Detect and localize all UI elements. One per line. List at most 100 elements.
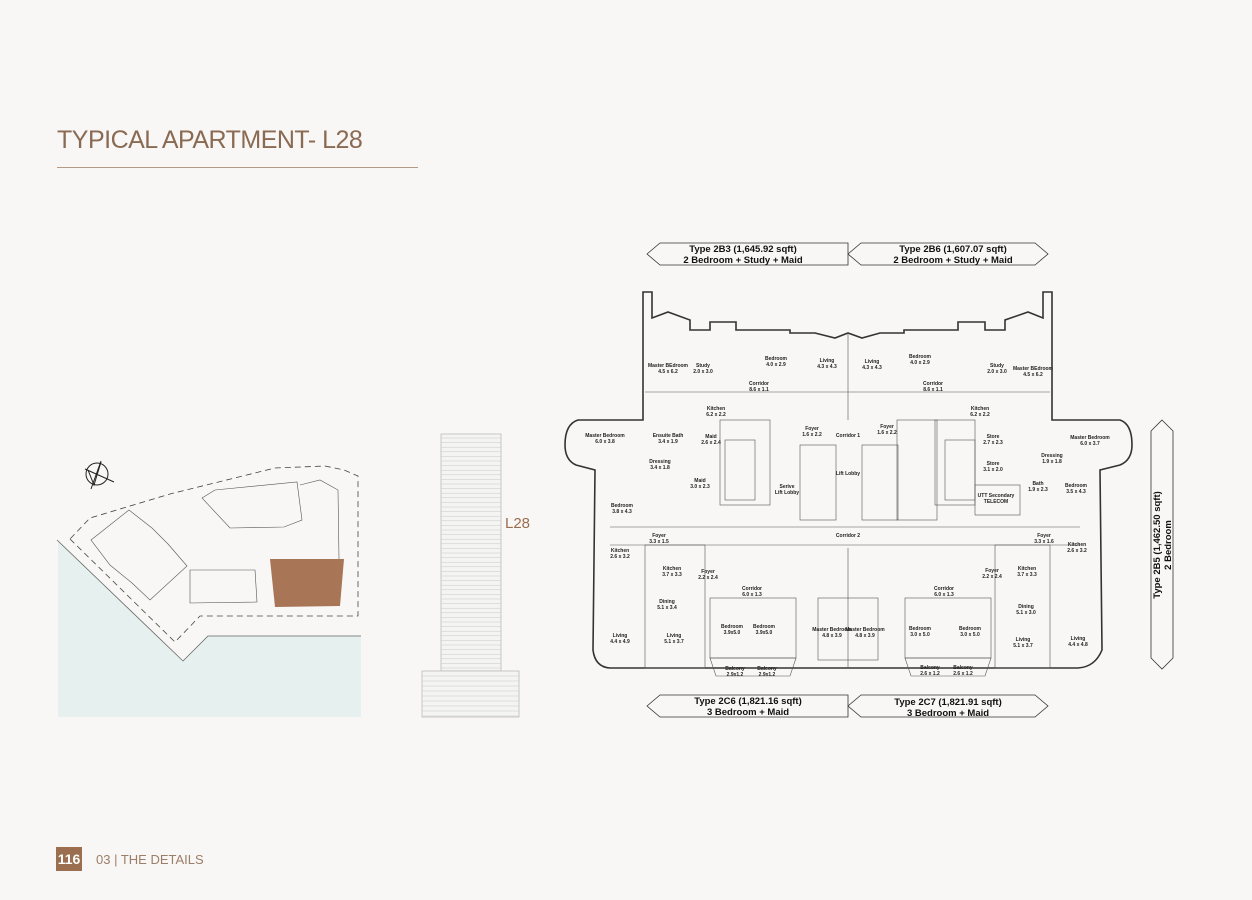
building-outline bbox=[90, 509, 188, 601]
building-outline bbox=[299, 479, 340, 560]
room-name: Dressing bbox=[1041, 453, 1062, 459]
room-name: Balcony bbox=[725, 666, 745, 672]
room-name: Living bbox=[1016, 637, 1031, 643]
page-title: TYPICAL APARTMENT- L28 bbox=[57, 126, 363, 154]
room-size: 4.3 x 4.3 bbox=[817, 364, 837, 370]
room-size: 2.0 x 3.0 bbox=[987, 369, 1007, 375]
room-size: 2.6 x 2.4 bbox=[701, 440, 721, 446]
room-name: Corridor bbox=[749, 381, 769, 387]
room-size: 5.1 x 3.7 bbox=[1013, 643, 1033, 649]
section-label: 03 | THE DETAILS bbox=[96, 852, 204, 867]
room-size: 3.7 x 3.3 bbox=[1017, 572, 1037, 578]
room-size: 2.6 x 1.2 bbox=[920, 671, 940, 677]
room-name: Bedroom bbox=[721, 624, 744, 630]
room-size: 5.1 x 3.4 bbox=[657, 605, 677, 611]
room-name: Corridor bbox=[934, 586, 954, 592]
room-size: 2.2 x 2.4 bbox=[698, 575, 718, 581]
room-name: Bedroom bbox=[909, 354, 932, 360]
room-size: 3.1 x 2.0 bbox=[983, 467, 1003, 473]
room-size: 3.4 x 1.9 bbox=[658, 439, 678, 445]
room-size: 3.0 x 5.0 bbox=[910, 632, 930, 638]
room-name: Bedroom bbox=[1065, 483, 1088, 489]
unit-tag-2c6: Type 2C6 (1,821.16 sqft) 3 Bedroom + Mai… bbox=[646, 694, 849, 718]
room-name: Balcony bbox=[920, 665, 940, 671]
title-divider bbox=[57, 167, 418, 168]
room-size: 1.9 x 2.3 bbox=[1028, 487, 1048, 493]
water-area bbox=[58, 540, 361, 717]
room-name: Dining bbox=[659, 599, 675, 605]
room-name: Foyer bbox=[805, 426, 819, 432]
room-name: Master BEdroom bbox=[1013, 366, 1054, 372]
room-name: Kitchen bbox=[611, 548, 629, 554]
unit-tag-2c7: Type 2C7 (1,821.91 sqft) 3 Bedroom + Mai… bbox=[847, 694, 1049, 719]
unit-description: 2 Bedroom bbox=[1163, 520, 1174, 570]
room-size: 3.4 x 1.8 bbox=[650, 465, 670, 471]
room-size: Lift Lobby bbox=[775, 490, 799, 496]
room-name: Bedroom bbox=[611, 503, 634, 509]
room-name: Lift Lobby bbox=[836, 471, 860, 477]
room-name: Maid bbox=[705, 434, 716, 440]
room-name: Kitchen bbox=[971, 406, 989, 412]
room-name: Kitchen bbox=[663, 566, 681, 572]
room-size: 3.7 x 3.3 bbox=[662, 572, 682, 578]
room-name: Serive bbox=[779, 484, 794, 490]
room-name: Maid bbox=[694, 478, 705, 484]
dashed-boundary bbox=[69, 465, 359, 643]
room-size: 2.6 x 3.2 bbox=[1067, 548, 1087, 554]
room-name: Corridor bbox=[923, 381, 943, 387]
room-size: 8.6 x 1.1 bbox=[749, 387, 769, 393]
page-number: 116 bbox=[56, 847, 82, 871]
room-name: Dressing bbox=[649, 459, 670, 465]
room-size: 3.3 x 1.6 bbox=[1034, 539, 1054, 545]
room-size: 3.8 x 4.3 bbox=[612, 509, 632, 515]
room-size: 2.9x1.2 bbox=[727, 672, 744, 678]
room-name: Corridor 2 bbox=[836, 533, 860, 539]
room-size: 3.9x5.0 bbox=[756, 630, 773, 636]
room-name: Kitchen bbox=[1068, 542, 1086, 548]
unit-description: 2 Bedroom + Study + Maid bbox=[893, 255, 1012, 266]
room-size: 5.1 x 3.0 bbox=[1016, 610, 1036, 616]
room-size: 5.1 x 3.7 bbox=[664, 639, 684, 645]
room-name: Foyer bbox=[880, 424, 894, 430]
room-name: Balcony bbox=[953, 665, 973, 671]
room-name: Bedroom bbox=[753, 624, 776, 630]
unit-type: Type 2B3 (1,645.92 sqft) bbox=[689, 244, 797, 255]
room-size: 8.6 x 1.1 bbox=[923, 387, 943, 393]
room-size: 1.9 x 1.8 bbox=[1042, 459, 1062, 465]
room-size: 6.0 x 3.8 bbox=[595, 439, 615, 445]
room-name: Bath bbox=[1032, 481, 1043, 487]
room-name: Store bbox=[987, 434, 1000, 440]
unit-tag-2b3: Type 2B3 (1,645.92 sqft) 2 Bedroom + Stu… bbox=[646, 242, 849, 266]
room-name: Ensuite Bath bbox=[653, 433, 684, 439]
compass-icon bbox=[84, 460, 115, 490]
room-name: Bedroom bbox=[959, 626, 982, 632]
room-name: Master Bedroom bbox=[812, 627, 852, 633]
unit-tag-2b5: Type 2B5 (1,462.50 sqft) 2 Bedroom bbox=[1150, 419, 1174, 670]
level-label: L28 bbox=[505, 515, 531, 532]
building-elevation bbox=[421, 433, 520, 718]
room-size: 3.9x5.0 bbox=[724, 630, 741, 636]
room-name: Bedroom bbox=[765, 356, 788, 362]
room-name: Master Bedroom bbox=[1070, 435, 1110, 441]
room-size: 4.4 x 4.9 bbox=[610, 639, 630, 645]
room-size: 1.6 x 2.2 bbox=[802, 432, 822, 438]
room-size: 6.0 x 1.3 bbox=[934, 592, 954, 598]
room-name: Store bbox=[987, 461, 1000, 467]
room-size: 6.0 x 1.3 bbox=[742, 592, 762, 598]
room-name: Foyer bbox=[701, 569, 715, 575]
room-size: 4.3 x 4.3 bbox=[862, 365, 882, 371]
unit-type: Type 2B6 (1,607.07 sqft) bbox=[899, 244, 1007, 255]
room-name: Master Bedroom bbox=[845, 627, 885, 633]
room-size: 2.0 x 3.0 bbox=[693, 369, 713, 375]
room-name: Study bbox=[990, 363, 1004, 369]
room-size: 1.6 x 2.2 bbox=[877, 430, 897, 436]
room-size: 3.5 x 4.3 bbox=[1066, 489, 1086, 495]
room-name: Living bbox=[613, 633, 628, 639]
room-size: 3.3 x 1.5 bbox=[649, 539, 669, 545]
room-size: 4.5 x 6.2 bbox=[1023, 372, 1043, 378]
room-name: Foyer bbox=[1037, 533, 1051, 539]
room-name: Dining bbox=[1018, 604, 1034, 610]
highlighted-building bbox=[270, 559, 344, 607]
